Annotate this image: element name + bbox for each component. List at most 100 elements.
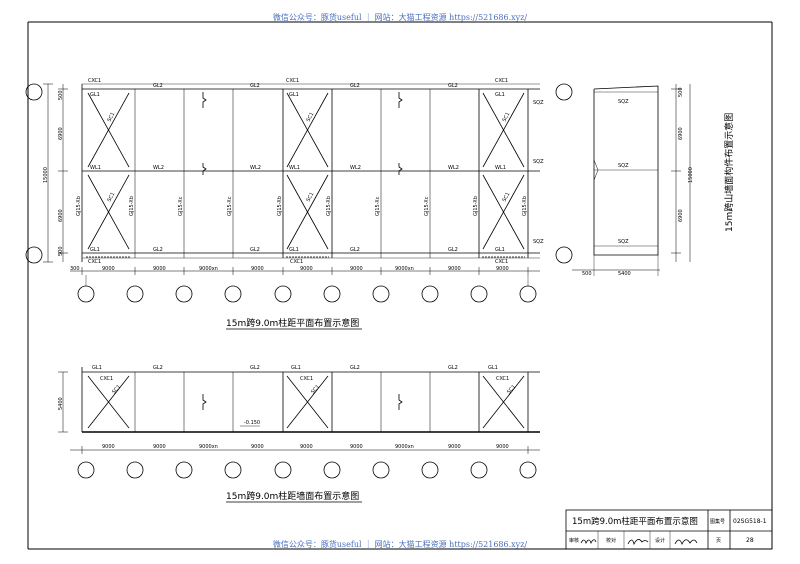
watermark-bottom: 微信公众号：豚货useful ｜ 网站：大猫工程资源 https://52168… — [272, 540, 528, 549]
dim-bay: 9000 — [350, 266, 363, 272]
label-gl2: GL2 — [350, 247, 360, 253]
label-sc1: SC1 — [310, 384, 321, 395]
label-cxc1: CXC1 — [290, 259, 303, 265]
label-gjz-xc: GJ15-Xc — [375, 196, 381, 216]
label-gl2: GL2 — [448, 365, 458, 371]
plan-drawing — [25, 83, 573, 303]
label-wl2: WL2 — [153, 165, 164, 171]
atlas-number: 02SG518-1 — [733, 518, 767, 525]
dim-bay: 9000 — [300, 266, 313, 272]
dim-baynx: 9000xn — [395, 444, 414, 450]
label-gl1: GL1 — [495, 247, 505, 253]
dim-bay: 9000 — [153, 266, 166, 272]
elevation-mark: -0.150 — [244, 420, 260, 426]
wall-drawing — [58, 367, 540, 479]
label-gl1: GL1 — [289, 92, 299, 98]
review-label: 审核 — [569, 537, 579, 544]
label-wl1: WL1 — [289, 165, 300, 171]
label-gl2: GL2 — [153, 365, 163, 371]
dim-15000: 15000 — [688, 167, 694, 183]
label-sc1: SC1 — [305, 191, 315, 203]
dim-500: 500 — [678, 87, 684, 97]
gable-labels: SQZ SQZ SQZ 500 6900 6900 15000 500 5400… — [582, 87, 735, 277]
dim-bay: 9000 — [496, 444, 509, 450]
label-gl1: GL1 — [495, 92, 505, 98]
label-cxc1: CXC1 — [495, 78, 508, 84]
label-gl2: GL2 — [448, 83, 458, 89]
label-gl1: GL1 — [90, 92, 100, 98]
label-cxc1: CXC1 — [88, 259, 101, 265]
label-gl2: GL2 — [350, 365, 360, 371]
signatures — [580, 539, 698, 546]
dim-5400: 5400 — [58, 397, 64, 410]
wall-title: 15m跨9.0m柱距墙面布置示意图 — [226, 490, 359, 502]
dim-baynx: 9000xn — [199, 444, 218, 450]
dim-6900: 6900 — [678, 127, 684, 140]
label-sqz: SQZ — [533, 100, 544, 106]
label-gjz-xb: GJ15-Xb — [522, 196, 528, 216]
label-gjz-xb: GJ15-Xb — [76, 196, 82, 216]
dim-500: 500 — [58, 90, 64, 100]
label-cxc1: CXC1 — [100, 376, 113, 382]
page-label: 页 — [716, 538, 721, 544]
gable-drawing — [572, 84, 691, 276]
dim-bay: 9000 — [448, 444, 461, 450]
label-wl2: WL2 — [448, 165, 459, 171]
label-sqz: SQZ — [533, 159, 544, 165]
label-sqz: SQZ — [618, 239, 629, 245]
dim-6900: 6900 — [58, 127, 64, 140]
label-cxc1: CXC1 — [495, 259, 508, 265]
title-block — [565, 509, 773, 550]
dim-bay: 9000 — [251, 444, 264, 450]
wall-labels: GL1 GL1 GL1 GL2 GL2 GL2 GL2 CXC1 CXC1 CX… — [58, 365, 517, 502]
label-gjz-xb: GJ15-Xb — [326, 196, 332, 216]
label-wl2: WL2 — [250, 165, 261, 171]
label-sqz: SQZ — [618, 99, 629, 105]
label-gjz-xc: GJ15-Xc — [424, 196, 430, 216]
label-wl2: WL2 — [350, 165, 361, 171]
plan-title: 15m跨9.0m柱距平面布置示意图 — [226, 317, 359, 329]
title-block-text: 15m跨9.0m柱距平面布置示意图 图集号 02SG518-1 审核 校对 设计… — [569, 516, 767, 544]
dim-bay: 9000 — [102, 266, 115, 272]
label-sc1: SC1 — [501, 111, 511, 123]
page-number: 28 — [746, 537, 754, 544]
dim-6900: 6900 — [678, 209, 684, 222]
label-cxc1: CXC1 — [286, 78, 299, 84]
gable-title: 15m跨山墙面构件布置示意图 — [723, 113, 735, 232]
label-gl1: GL1 — [92, 365, 102, 371]
label-wl1: WL1 — [90, 165, 101, 171]
label-sc1: SC1 — [106, 191, 116, 203]
dim-5400: 5400 — [618, 271, 631, 277]
label-gl1: GL1 — [291, 365, 301, 371]
label-gjz-xb: GJ15-Xb — [473, 196, 479, 216]
dim-500: 500 — [58, 246, 64, 256]
dim-bay: 9000 — [300, 444, 313, 450]
label-cxc1: CXC1 — [88, 78, 101, 84]
dim-500: 500 — [582, 271, 592, 277]
label-wl1: WL1 — [495, 165, 506, 171]
label-gl1: GL1 — [90, 247, 100, 253]
label-gl1: GL1 — [488, 365, 498, 371]
label-gl2: GL2 — [448, 247, 458, 253]
label-sqz: SQZ — [618, 163, 629, 169]
watermark-top: 微信公众号：豚货useful ｜ 网站：大猫工程资源 https://52168… — [272, 13, 528, 22]
dim-bay: 9000 — [496, 266, 509, 272]
label-sc1: SC1 — [111, 384, 122, 395]
label-gl2: GL2 — [153, 247, 163, 253]
label-cxc1: CXC1 — [300, 376, 313, 382]
dim-baynx: 9000xn — [395, 266, 414, 272]
dim-300: 300 — [70, 266, 80, 272]
label-sc1: SC1 — [506, 384, 517, 395]
label-sqz: SQZ — [533, 239, 544, 245]
label-gl2: GL2 — [250, 83, 260, 89]
plan-labels: CXC1 CXC1 CXC1 GL1 GL1 GL1 GL2 GL2 GL2 G… — [43, 78, 544, 329]
label-sc1: SC1 — [501, 191, 511, 203]
dim-6900: 6900 — [58, 209, 64, 222]
label-cxc1: CXC1 — [496, 376, 509, 382]
sheet-title: 15m跨9.0m柱距平面布置示意图 — [572, 516, 698, 527]
label-gjz-xb: GJ15-Xb — [129, 196, 135, 216]
label-sc1: SC1 — [106, 111, 116, 123]
dim-bay: 9000 — [448, 266, 461, 272]
check-label: 校对 — [606, 537, 616, 544]
